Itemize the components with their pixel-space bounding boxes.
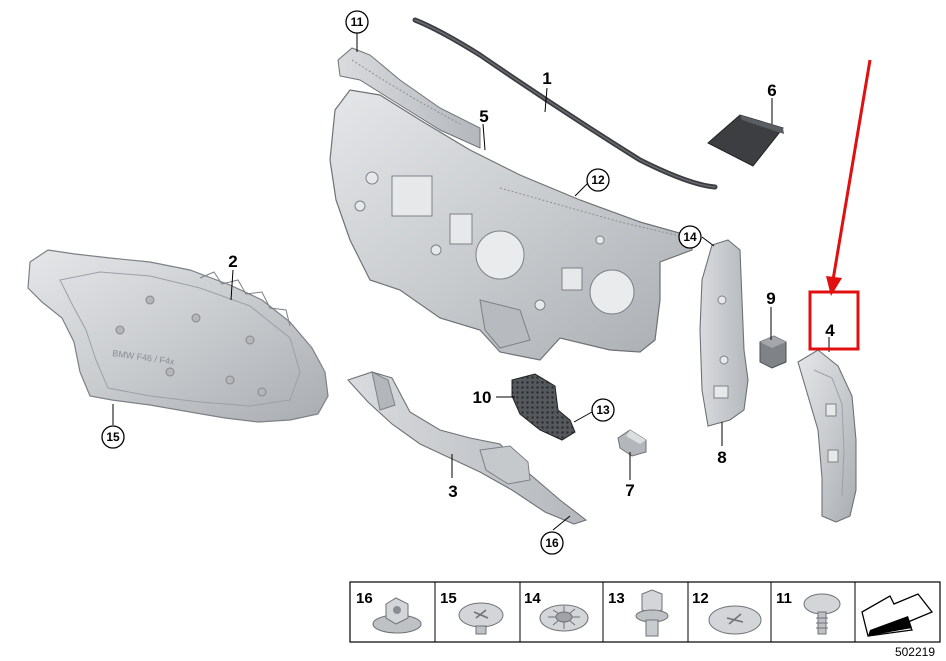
strip-label-13: 13 — [608, 590, 625, 607]
part-5-front-wall-insulation — [329, 47, 693, 361]
hardware-strip: 16 15 14 13 12 11 — [349, 581, 941, 643]
callout-16: 16 — [545, 536, 559, 550]
callout-12: 12 — [591, 173, 605, 187]
callout-7: 7 — [625, 481, 634, 500]
part-6-insulation-pad — [707, 114, 784, 167]
callout-11: 11 — [351, 15, 364, 29]
callout-1: 1 — [542, 69, 551, 88]
strip-label-15: 15 — [440, 590, 457, 607]
push-rivet-icon — [458, 602, 504, 635]
callout-8: 8 — [717, 448, 726, 467]
round-clip-icon — [708, 605, 762, 635]
callout-2: 2 — [228, 252, 237, 271]
part-9-block — [759, 335, 787, 369]
strip-label-11: 11 — [776, 590, 792, 607]
callout-9: 9 — [766, 289, 775, 308]
direction-arrow-icon — [861, 593, 934, 637]
callout-13: 13 — [596, 403, 610, 417]
hex-bolt-icon — [635, 589, 669, 637]
part-3-lower-insulation — [347, 371, 588, 525]
highlight-annotation — [808, 59, 872, 351]
hex-nut-icon — [372, 597, 422, 634]
star-washer-icon — [539, 604, 589, 632]
callout-5: 5 — [479, 107, 488, 126]
part-2-sound-insulation-panel: BMW F46 / F4x — [27, 249, 329, 423]
part-8-side-panel — [699, 239, 749, 427]
part-1-seal-strip — [412, 17, 718, 190]
callout-14: 14 — [683, 230, 697, 244]
callout-6: 6 — [767, 81, 776, 100]
callouts: 1 2 3 4 5 6 7 8 9 10 11 12 13 14 15 16 — [101, 10, 835, 555]
callout-4: 4 — [825, 321, 835, 340]
strip-label-14: 14 — [524, 590, 541, 607]
callout-10: 10 — [473, 388, 492, 407]
part-4-bracket — [797, 349, 857, 523]
callout-3: 3 — [448, 482, 457, 501]
strip-label-16: 16 — [356, 590, 373, 607]
part-10-mesh-insulation — [511, 373, 576, 441]
reference-number: 502219 — [895, 645, 935, 659]
callout-15: 15 — [106, 430, 120, 444]
expansion-rivet-icon — [803, 593, 841, 635]
highlight-box — [808, 290, 860, 351]
strip-label-12: 12 — [692, 590, 709, 607]
part-7-clip — [617, 429, 647, 457]
